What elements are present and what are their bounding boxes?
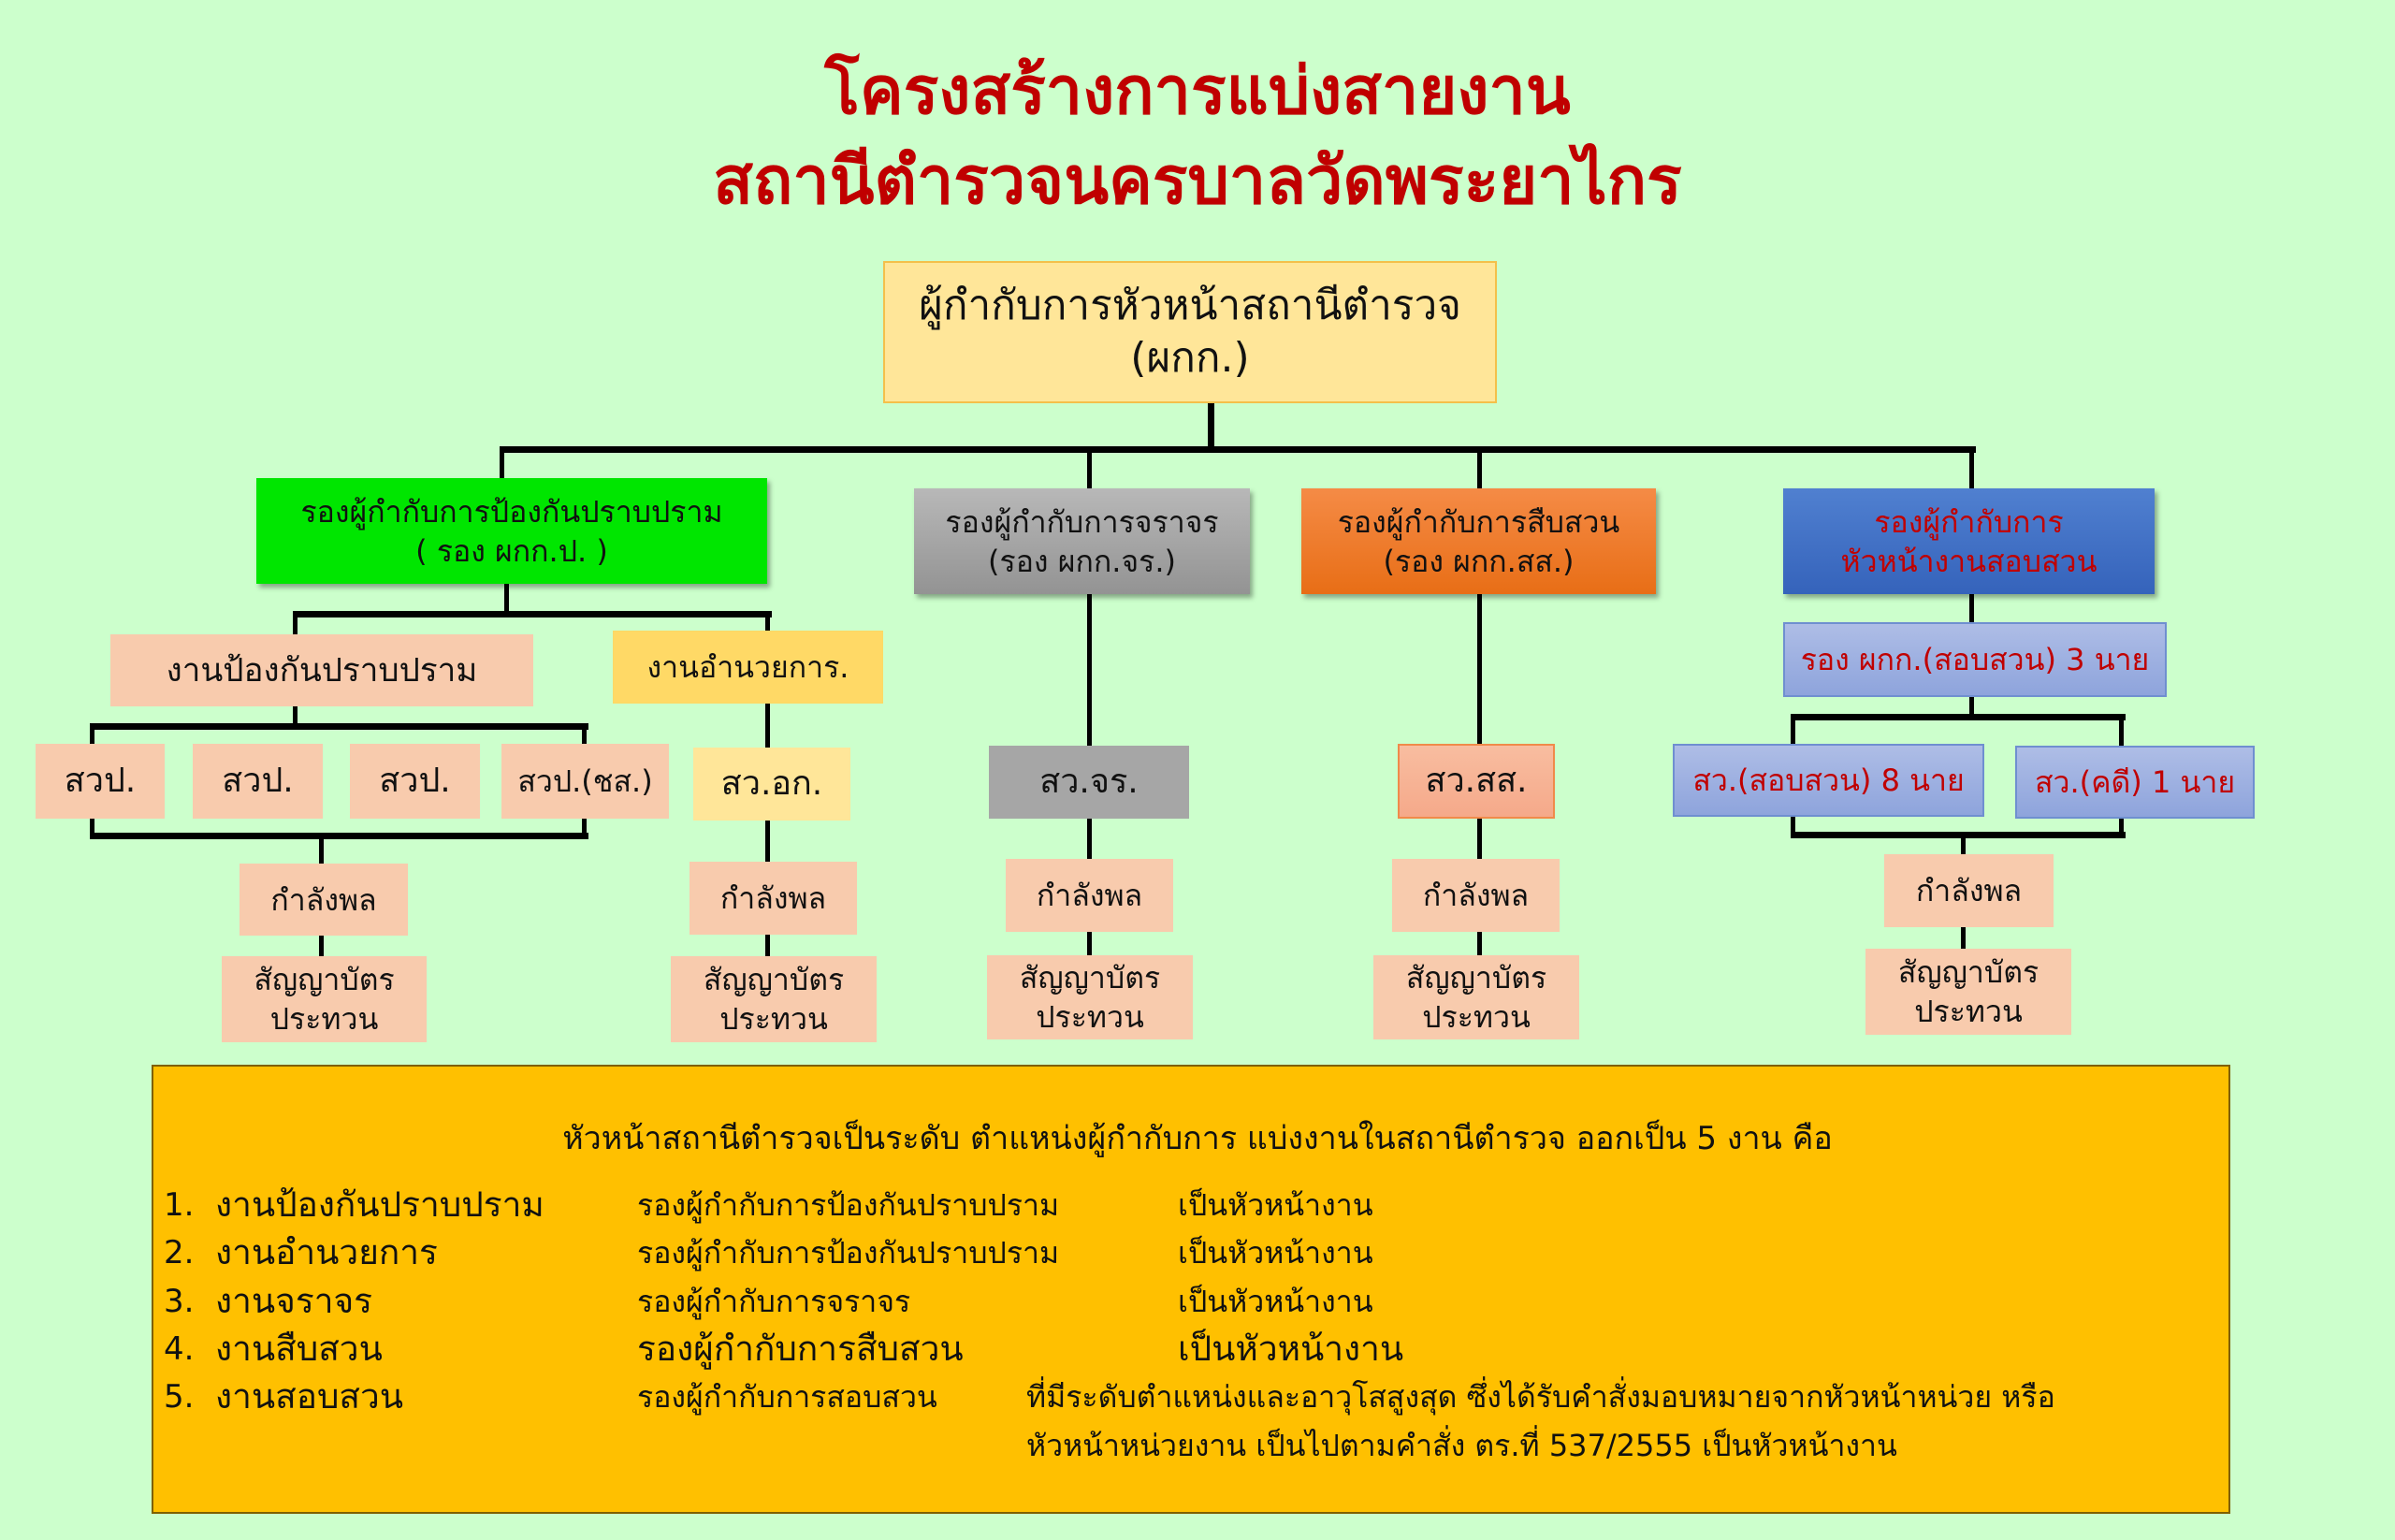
- ncos-label: ประทวน: [1422, 999, 1531, 1035]
- admin-manpower-box: กำลังพล: [689, 862, 857, 935]
- chief-box: ผู้กำกับการหัวหน้าสถานีตำรวจ (ผกก.): [883, 261, 1497, 403]
- ncos-label: ประทวน: [1036, 999, 1144, 1035]
- ncos-label: ประทวน: [269, 1001, 379, 1037]
- traffic-ranks-box: สัญญาบัตรประทวน: [987, 955, 1193, 1039]
- deputy-inquiry-box: รองผู้กำกับการ หัวหน้างานสอบสวน: [1783, 488, 2155, 594]
- note-row-3-work: งานจราจร: [215, 1281, 373, 1321]
- officers-label: สัญญาบัตร: [1897, 954, 2039, 990]
- deputy-traffic-box: รองผู้กำกับการจราจร (รอง ผกก.จร.): [914, 488, 1250, 594]
- deputy-investigation-box: รองผู้กำกับการสืบสวน (รอง ผกก.สส.): [1301, 488, 1656, 594]
- note-row-3-num: 3.: [164, 1283, 195, 1320]
- prevention-manpower-box: กำลังพล: [240, 864, 408, 936]
- deputy-prevention-abbr: ( รอง ผกก.ป. ): [415, 532, 608, 569]
- note-row-1-head: รองผู้กำกับการป้องกันปราบปราม: [637, 1187, 1060, 1223]
- chief-abbr: (ผกก.): [1130, 334, 1250, 382]
- note-row-3-head: รองผู้กำกับการจราจร: [637, 1284, 911, 1319]
- inquiry-deputies-box: รอง ผกก.(สอบสวน) 3 นาย: [1783, 622, 2167, 697]
- note-row-5-role: ที่มีระดับตำแหน่งและอาวุโสสูงสุด ซึ่งได้…: [1026, 1379, 2055, 1415]
- investigation-inspector-box: สว.สส.: [1398, 744, 1555, 819]
- investigation-manpower-box: กำลังพล: [1392, 859, 1560, 932]
- svp-box-3: สวป.: [350, 744, 480, 819]
- deputy-traffic-abbr: (รอง ผกก.จร.): [988, 543, 1176, 579]
- investigation-ranks-box: สัญญาบัตรประทวน: [1373, 955, 1579, 1039]
- note-row-5-work: งานสอบสวน: [215, 1376, 404, 1417]
- ncos-label: ประทวน: [1914, 994, 2023, 1029]
- note-row-2-role: เป็นหัวหน้างาน: [1178, 1235, 1373, 1271]
- note-row-1-work: งานป้องกันปราบปราม: [215, 1184, 544, 1225]
- page-title-line1: โครงสร้างการแบ่งสายงาน: [824, 52, 1571, 129]
- note-row-4-num: 4.: [164, 1330, 195, 1368]
- officers-label: สัญญาบัตร: [254, 962, 395, 997]
- page-title-line2: สถานีตำรวจนครบาลวัดพระยาไกร: [713, 142, 1682, 219]
- inquiry-manpower-box: กำลังพล: [1884, 854, 2054, 927]
- note-row-2-num: 2.: [164, 1234, 195, 1271]
- note-row-4-role: เป็นหัวหน้างาน: [1178, 1329, 1404, 1369]
- deputy-inquiry-title: รองผู้กำกับการ: [1874, 503, 2064, 540]
- admin-inspector-box: สว.อก.: [693, 748, 850, 821]
- note-row-5-continuation: หัวหน้าหน่วยงาน เป็นไปตามคำสั่ง ตร.ที่ 5…: [1026, 1428, 1897, 1463]
- officers-label: สัญญาบัตร: [1405, 960, 1547, 995]
- admin-work-box: งานอำนวยการ.: [613, 631, 883, 704]
- note-heading: หัวหน้าสถานีตำรวจเป็นระดับ ตำแหน่งผู้กำก…: [562, 1120, 1833, 1157]
- traffic-manpower-box: กำลังพล: [1006, 859, 1173, 932]
- note-row-5-head: รองผู้กำกับการสอบสวน: [637, 1379, 937, 1415]
- note-row-5-num: 5.: [164, 1378, 195, 1416]
- deputy-inquiry-subtitle: หัวหน้างานสอบสวน: [1840, 543, 2097, 579]
- admin-ranks-box: สัญญาบัตรประทวน: [671, 956, 877, 1042]
- ncos-label: ประทวน: [719, 1001, 828, 1037]
- note-row-1-num: 1.: [164, 1186, 195, 1224]
- deputy-prevention-title: รองผู้กำกับการป้องกันปราบปราม: [300, 493, 723, 530]
- officers-label: สัญญาบัตร: [1019, 960, 1161, 995]
- note-row-4-work: งานสืบสวน: [215, 1329, 383, 1369]
- svp-box-4: สวป.(ชส.): [501, 744, 669, 819]
- deputy-prevention-box: รองผู้กำกับการป้องกันปราบปราม ( รอง ผกก.…: [256, 478, 767, 584]
- note-row-2-head: รองผู้กำกับการป้องกันปราบปราม: [637, 1235, 1060, 1271]
- inquiry-inspectors-box: สว.(สอบสวน) 8 นาย: [1673, 744, 1984, 817]
- note-row-1-role: เป็นหัวหน้างาน: [1178, 1187, 1373, 1223]
- chief-title: ผู้กำกับการหัวหน้าสถานีตำรวจ: [919, 282, 1461, 329]
- note-row-3-role: เป็นหัวหน้างาน: [1178, 1284, 1373, 1319]
- officers-label: สัญญาบัตร: [703, 962, 845, 997]
- svp-box-1: สวป.: [36, 744, 165, 819]
- traffic-inspector-box: สว.จร.: [989, 746, 1189, 819]
- case-inspector-box: สว.(คดี) 1 นาย: [2015, 746, 2255, 819]
- inquiry-ranks-box: สัญญาบัตรประทวน: [1865, 949, 2071, 1035]
- summary-note: [152, 1065, 2230, 1514]
- deputy-investigation-title: รองผู้กำกับการสืบสวน: [1337, 503, 1620, 540]
- svp-box-2: สวป.: [193, 744, 323, 819]
- deputy-traffic-title: รองผู้กำกับการจราจร: [945, 503, 1219, 540]
- prevention-work-box: งานป้องกันปราบปราม: [110, 634, 533, 706]
- note-row-4-head: รองผู้กำกับการสืบสวน: [637, 1329, 964, 1369]
- note-row-2-work: งานอำนวยการ: [215, 1232, 438, 1272]
- deputy-investigation-abbr: (รอง ผกก.สส.): [1383, 543, 1575, 579]
- prevention-ranks-box: สัญญาบัตรประทวน: [222, 956, 427, 1042]
